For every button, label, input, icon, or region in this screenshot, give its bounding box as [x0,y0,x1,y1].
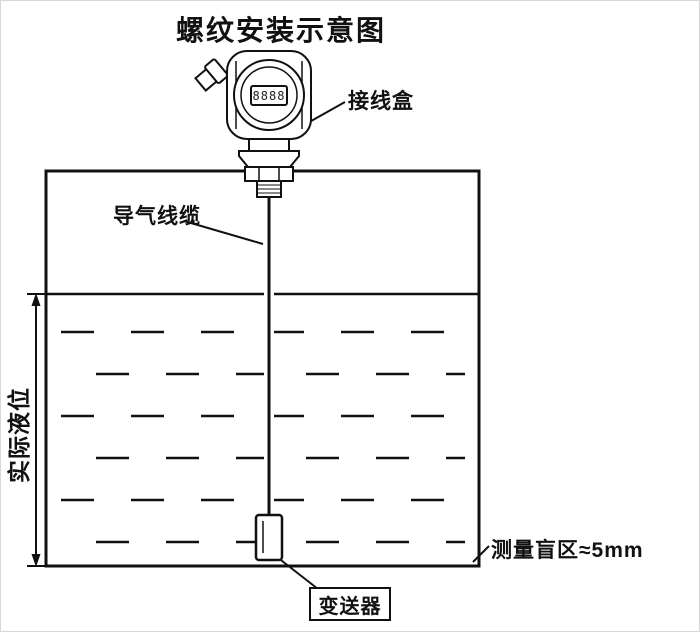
junction-box-label: 接线盒 [348,90,414,113]
arrowhead-bottom-icon [31,554,41,567]
probe-transmitter [254,513,284,562]
air-cable-line [264,197,274,517]
hex-fitting [244,166,294,182]
display-digits: 8888 [253,89,286,103]
blind-zone-label: 测量盲区≈5mm [491,539,644,562]
air-cable-leader [183,220,264,245]
air-cable-label: 导气线缆 [113,205,201,228]
arrowhead-top-icon [31,293,41,306]
tank-outline [44,169,481,568]
transmitter-label-box: 变送器 [309,587,391,621]
display-screen [250,85,288,106]
thread-nipple [256,180,282,198]
transmitter-label: 变送器 [318,595,382,618]
transmitter-head [194,50,312,198]
head-neck [248,138,290,152]
diagram-title: 螺纹安装示意图 [175,15,386,46]
liquid-dashes [61,330,465,544]
cable-gland-icon [194,58,229,92]
actual-level-label: 实际液位 [6,387,32,483]
mounting-bracket [238,150,300,168]
blind-zone-leader [472,545,490,563]
